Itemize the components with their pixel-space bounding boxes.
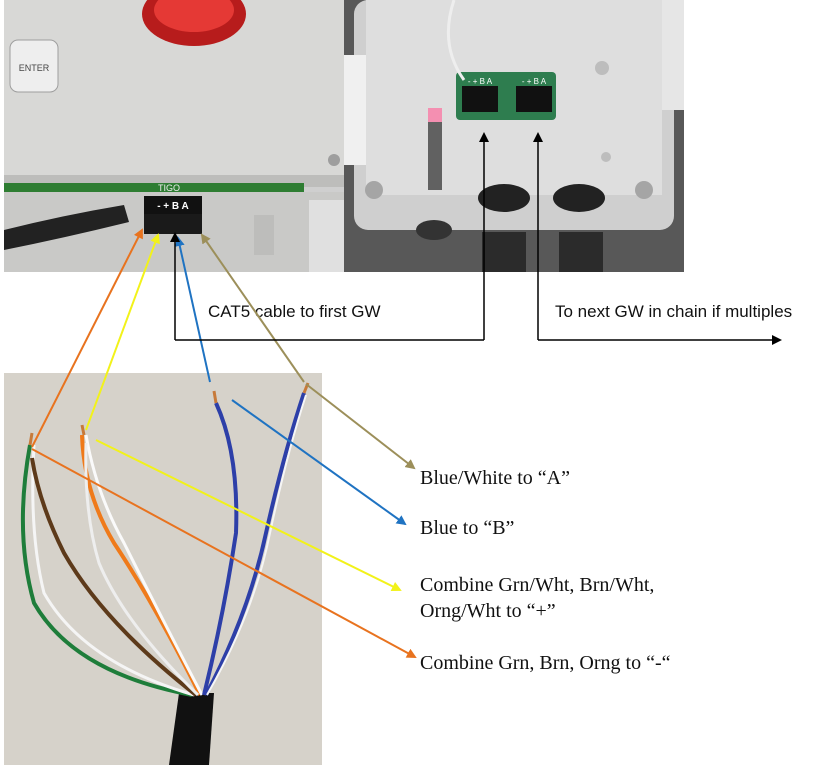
- terminal-block-label: - + B A: [157, 201, 189, 212]
- enter-key-label: ENTER: [19, 63, 50, 73]
- plus-label-line2: Orng/Wht to “+”: [420, 600, 556, 622]
- blue-arrow-to-label: [231, 399, 407, 526]
- blue-arrow-to-terminal: [174, 236, 211, 383]
- gw-terminal-left-label: - + B A: [468, 77, 493, 86]
- blue-white-label: Blue/White to “A”: [420, 467, 570, 489]
- gw-terminal-right-label: - + B A: [522, 77, 547, 86]
- gateway-box-photo: - + B A - + B A: [344, 0, 684, 272]
- cat5-cable-photo: [4, 373, 322, 765]
- board-label: TIGO: [158, 183, 180, 193]
- yellow-arrow-to-terminal: [85, 233, 160, 431]
- yellow-arrow-to-label: [95, 439, 402, 591]
- minus-label: Combine Grn, Brn, Orng to “-“: [420, 652, 671, 674]
- orange-arrow-to-label: [31, 448, 417, 658]
- olive-arrow-to-terminal: [200, 233, 305, 383]
- plus-label-line1: Combine Grn/Wht, Brn/Wht,: [420, 574, 655, 596]
- blue-label: Blue to “B”: [420, 517, 515, 539]
- controller-box-photo: ENTER TIGO - + B A: [4, 0, 344, 272]
- orange-arrow-to-terminal: [31, 228, 143, 448]
- next-gw-label: To next GW in chain if multiples: [555, 302, 793, 321]
- olive-arrow-to-label: [305, 383, 416, 470]
